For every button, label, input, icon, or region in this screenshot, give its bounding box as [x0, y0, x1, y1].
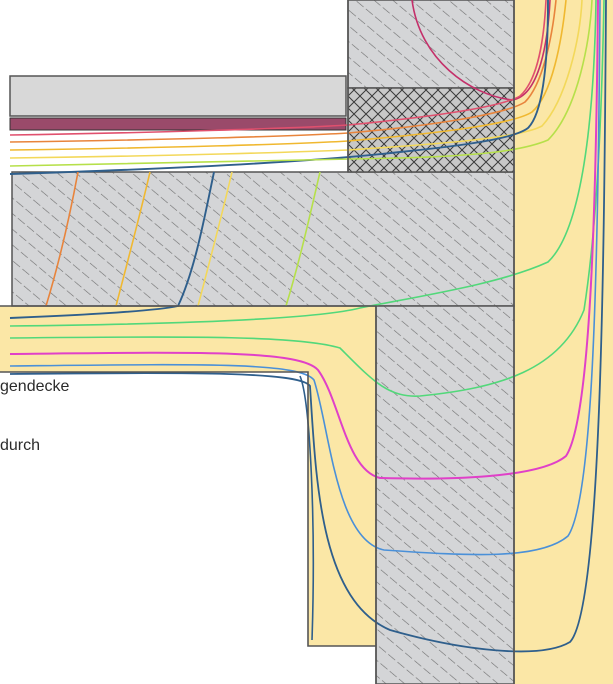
outline-pier	[0, 371, 376, 647]
isotherm-6	[9, 0, 549, 175]
outline-slab-bottom	[0, 305, 377, 684]
isotherm-5	[9, 0, 583, 159]
isotherm-7	[9, 0, 593, 167]
isotherm-lines	[9, 0, 607, 653]
isotherm-slab-lightyellow	[197, 171, 233, 307]
isotherm-lightblue	[9, 0, 601, 556]
insulation-wall-exterior	[514, 0, 613, 684]
concrete-lower-wall	[375, 305, 515, 684]
isotherm-3	[9, 0, 557, 143]
concrete-upper-wall	[347, 0, 515, 89]
membrane-layer	[9, 117, 347, 131]
isotherm-darkblue-inner	[299, 375, 315, 641]
isotherm-slab-yellow	[115, 171, 151, 307]
caption-line-2: durch	[0, 437, 41, 454]
isotherm-magenta	[9, 0, 599, 480]
isotherm-2	[9, 0, 547, 136]
insulation-pier	[308, 372, 376, 646]
structure-outlines	[0, 0, 515, 684]
caption-line-1: gendecke	[0, 378, 70, 395]
isotherm-darkblue-bottom	[9, 0, 607, 653]
screed-layer	[9, 75, 347, 117]
concrete-slab	[11, 171, 515, 307]
insulation-under-slab-cut	[0, 372, 308, 684]
insulation-bottom-clear	[308, 646, 376, 684]
isotherm-4	[9, 0, 567, 151]
isotherm-green-a	[9, 0, 597, 327]
isotherm-slab-orange	[45, 171, 79, 307]
isotherm-green-b	[9, 0, 605, 397]
isotherm-slab-green	[285, 171, 321, 307]
